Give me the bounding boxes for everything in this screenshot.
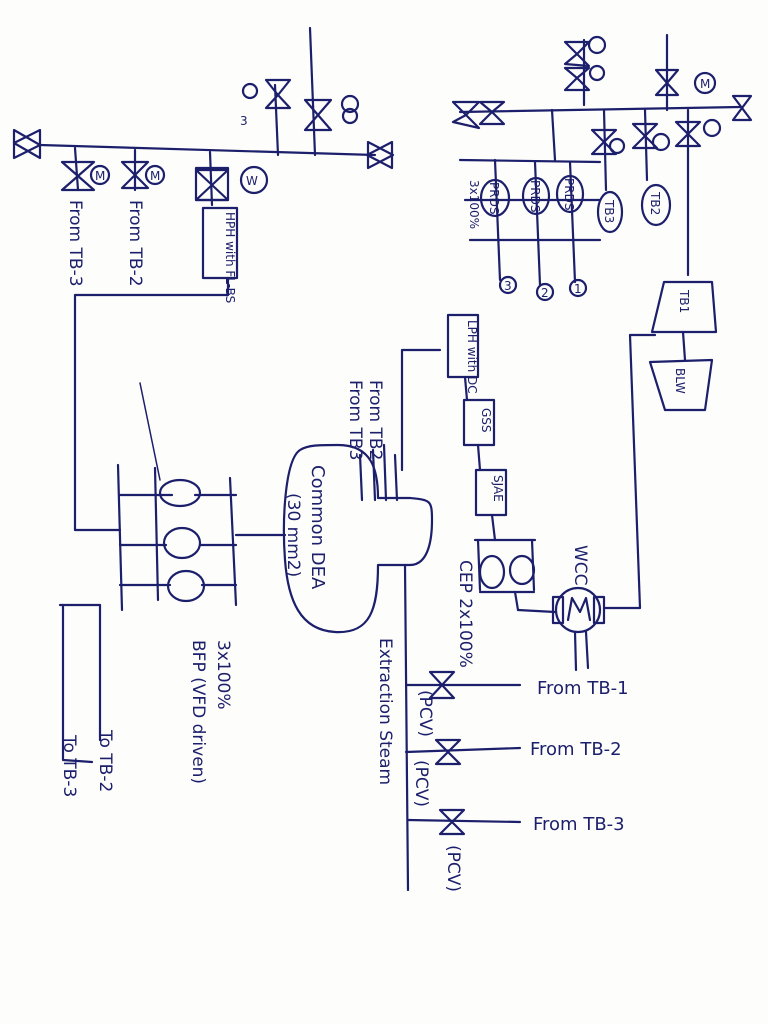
hph-label: HPH with FL-BS (223, 212, 237, 303)
tb3-label: TB3 (602, 199, 616, 223)
tb1-label: TB1 (677, 289, 691, 313)
gss-box: GSS (462, 398, 496, 447)
header-end-valve-left (12, 128, 42, 160)
bfp-count-label: 3x100% (213, 640, 233, 709)
to-tb-2-label: To TB-2 (95, 729, 115, 792)
lph-box: LPH with DC (446, 313, 480, 394)
to-tb-3-label: To TB-3 (59, 734, 79, 797)
from-tb3-left-label: From TB-3 (65, 200, 85, 287)
motor-valve-from-tb2: M (120, 160, 166, 190)
motor-glyph: M (700, 77, 710, 91)
blw-box: BLW (648, 358, 714, 412)
cep-pumps: CEP 2x100% (455, 538, 537, 668)
tb2-branch: TB2 (631, 122, 672, 227)
cep-label: CEP 2x100% (455, 560, 475, 668)
extraction-branch-1: (PCV) (404, 670, 522, 737)
pcv-label: (PCV) (415, 690, 435, 737)
sjae-label: SJAE (491, 475, 505, 502)
prds-index: 3 (504, 279, 512, 293)
extraction-branch-3: (PCV) (406, 808, 522, 892)
bfp-desc-label: BFP (VFD driven) (188, 640, 208, 784)
right-header-end-valve-right (731, 94, 753, 122)
motor-valve-hph: W (194, 165, 269, 202)
motor-glyph: W (246, 174, 258, 188)
prds-index: 2 (541, 286, 549, 300)
prds-count-label: 3x100% (467, 180, 481, 229)
top-valve-left: 3 (240, 78, 292, 128)
prds-label: PRDS (487, 182, 501, 214)
prds-3: PRDS 1 (555, 160, 588, 298)
dea-from-tb3-label: From TB3 (345, 380, 365, 460)
dea-from-tb2-label: From TB2 (365, 380, 385, 460)
left-steam-header (38, 26, 377, 157)
tb1-turbine: TB1 (650, 280, 718, 334)
dea-name-label: Common DEA (307, 465, 328, 590)
blw-label: BLW (673, 368, 687, 394)
extraction-branch-2: (PCV) (404, 738, 522, 807)
from-tb2-left-label: From TB-2 (125, 200, 145, 287)
from-tb-2-label: From TB-2 (530, 739, 622, 760)
gss-label: GSS (479, 408, 493, 433)
tb2-label: TB2 (648, 191, 662, 215)
motor-glyph: M (95, 169, 105, 183)
right-header-end-valve-left (451, 100, 506, 130)
valve-label-text: 3 (240, 114, 248, 128)
extraction-steam-label: Extraction Steam (375, 638, 395, 785)
prds-label: PRDS (562, 178, 576, 210)
motor-glyph: M (150, 169, 160, 183)
motor-valve-from-tb3: M (60, 160, 111, 192)
bfp-set (116, 382, 238, 612)
top-valve-right (303, 94, 360, 132)
tb3-branch: TB3 (590, 128, 626, 234)
lph-label: LPH with DC (465, 320, 479, 394)
to-tb-lines (58, 603, 102, 764)
dea-size-label: (30 mm2) (283, 493, 303, 577)
from-tb-1-label: From TB-1 (537, 678, 629, 699)
wcc-label: WCC (570, 545, 590, 586)
sjae-box: SJAE (474, 468, 508, 517)
prds-1: PRDS 3 (479, 158, 518, 295)
common-dea: Common DEA (30 mm2) (282, 443, 434, 634)
wcc-pump: WCC (551, 545, 606, 634)
from-tb-3-label: From TB-3 (533, 814, 625, 835)
pcv-label: (PCV) (443, 845, 463, 892)
hph-box: HPH with FL-BS (201, 206, 239, 303)
header-end-valve-right (365, 140, 395, 170)
tb1-branch (674, 118, 722, 148)
right-steam-header (458, 33, 742, 114)
top-right-motor-valves: M (563, 35, 717, 97)
dea-steam-inlets (358, 443, 399, 502)
prds-label: PRDS (528, 180, 542, 212)
pcv-label: (PCV) (411, 760, 431, 807)
prds-index: 1 (574, 282, 582, 296)
prds-2: PRDS 2 (521, 160, 555, 302)
